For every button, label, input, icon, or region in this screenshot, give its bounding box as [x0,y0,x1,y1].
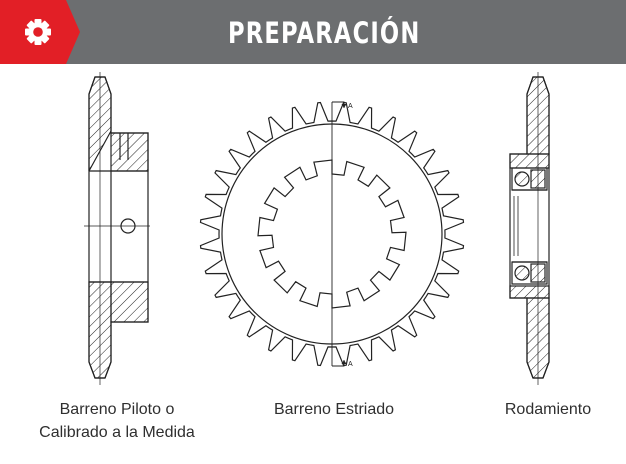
gear-icon [25,19,51,45]
caption-piloto: Barreno Piloto o Calibrado a la Medida [22,398,212,444]
caption-rodamiento: Rodamiento [504,401,592,418]
section-mark-top: A [348,103,353,110]
section-mark-bottom: A [348,361,353,368]
header-bar: PREPARACIÓN [0,0,626,64]
rodamiento-section-drawing [509,72,550,385]
caption-piloto-line2: Calibrado a la Medida [39,424,195,441]
estriado-front-drawing [199,101,465,367]
drawings: A A [84,72,550,385]
page-title: PREPARACIÓN [228,16,421,50]
caption-piloto-line1: Barreno Piloto o [59,401,175,418]
caption-estriado: Barreno Estriado [273,401,395,418]
badge [0,0,80,64]
piloto-section-drawing [84,72,150,385]
